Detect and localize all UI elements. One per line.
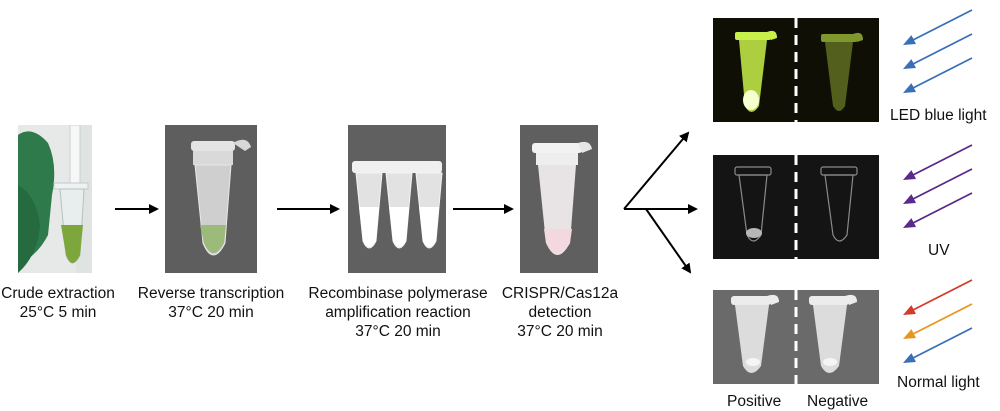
step-caption-rpa: Recombinase polymerase amplification rea… [296,284,500,341]
light-arrow-head [903,83,916,93]
branch-arrow-top [623,131,690,210]
light-arrow-head [903,353,916,363]
photo-reverse-transcription [165,125,257,273]
light-arrow-head [903,194,916,204]
light-arrow [910,57,973,90]
step-condition: 37°C 20 min [168,304,254,321]
step-title: Recombinase polymerase [308,285,488,302]
light-arrow [910,144,973,177]
step-title: Reverse transcription [137,285,285,302]
photo-crispr-detection [520,125,598,273]
light-arrow [910,279,973,312]
light-label-normal: Normal light [897,374,980,391]
step-condition: 25°C 5 min [19,304,97,321]
step-title: Crude extraction [1,285,115,302]
step-caption-crude-extraction: Crude extraction 25°C 5 min [0,284,126,322]
step-condition: 37°C 20 min [517,323,603,340]
light-arrow [910,9,973,42]
column-label-positive: Positive [727,393,782,410]
result-panel-normal-light [713,290,879,384]
branch-arrow-bottom [645,208,692,274]
light-arrow [910,168,973,201]
light-arrow [910,327,973,360]
step-title: CRISPR/Cas12a [501,285,619,302]
light-arrow-head [903,305,916,315]
light-arrow-head [903,59,916,69]
light-arrow-head [903,218,916,228]
light-label-led-blue: LED blue light [890,107,987,124]
photo-crude-extraction [18,125,92,273]
step-caption-reverse-transcription: Reverse transcription 37°C 20 min [127,284,295,322]
light-arrow-head [903,35,916,45]
step-condition: 37°C 20 min [355,323,441,340]
photo-rpa-reaction [348,125,446,273]
step-subtitle: detection [528,304,592,321]
light-label-uv: UV [928,242,950,259]
step-caption-crispr: CRISPR/Cas12a detection 37°C 20 min [500,284,620,341]
light-arrow [910,303,973,336]
column-label-negative: Negative [807,393,869,410]
light-arrow [910,192,973,225]
step-subtitle: amplification reaction [325,304,471,321]
light-arrow [910,33,973,66]
light-arrow-head [903,329,916,339]
light-arrow-head [903,170,916,180]
